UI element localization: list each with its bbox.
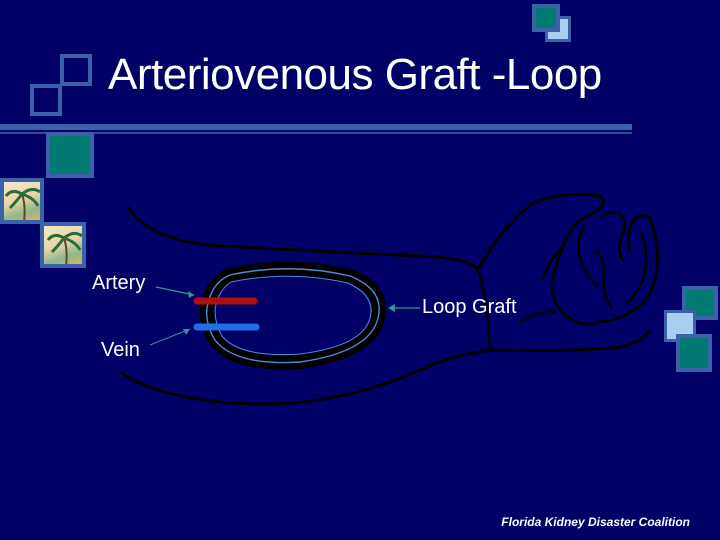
artery-pointer bbox=[155, 286, 195, 296]
hand-outline bbox=[540, 249, 561, 281]
artery-label: Artery bbox=[92, 272, 146, 294]
palm-tree-photo-icon bbox=[40, 222, 86, 268]
loop-graft-edge bbox=[214, 275, 372, 356]
loop-graft-label: Loop Graft bbox=[422, 296, 517, 318]
teal-square-decoration bbox=[532, 4, 560, 32]
footer-organization: Florida Kidney Disaster Coalition bbox=[501, 515, 690, 529]
teal-square-decoration bbox=[676, 334, 712, 372]
hand-outline bbox=[519, 310, 557, 324]
palm-tree-photo-icon bbox=[0, 178, 44, 224]
hand-outline bbox=[595, 249, 613, 309]
title-divider bbox=[0, 124, 632, 130]
hand-outline bbox=[599, 211, 626, 263]
hand-outline bbox=[625, 231, 648, 305]
title-divider-thin bbox=[0, 132, 632, 134]
arm-outline bbox=[119, 329, 652, 406]
arm-outline bbox=[126, 192, 605, 273]
arm-outline bbox=[476, 269, 492, 353]
outline-square-decoration bbox=[60, 54, 92, 86]
loop-graft-edge bbox=[206, 268, 380, 364]
outline-square-decoration bbox=[30, 84, 62, 116]
vein-label: Vein bbox=[101, 339, 140, 361]
hand-outline bbox=[577, 224, 599, 287]
vein-pointer bbox=[149, 328, 191, 346]
hand-outline bbox=[550, 214, 660, 326]
teal-square-decoration bbox=[46, 132, 94, 178]
loop-graft bbox=[199, 261, 387, 370]
slide-title: Arteriovenous Graft -Loop bbox=[108, 50, 602, 99]
